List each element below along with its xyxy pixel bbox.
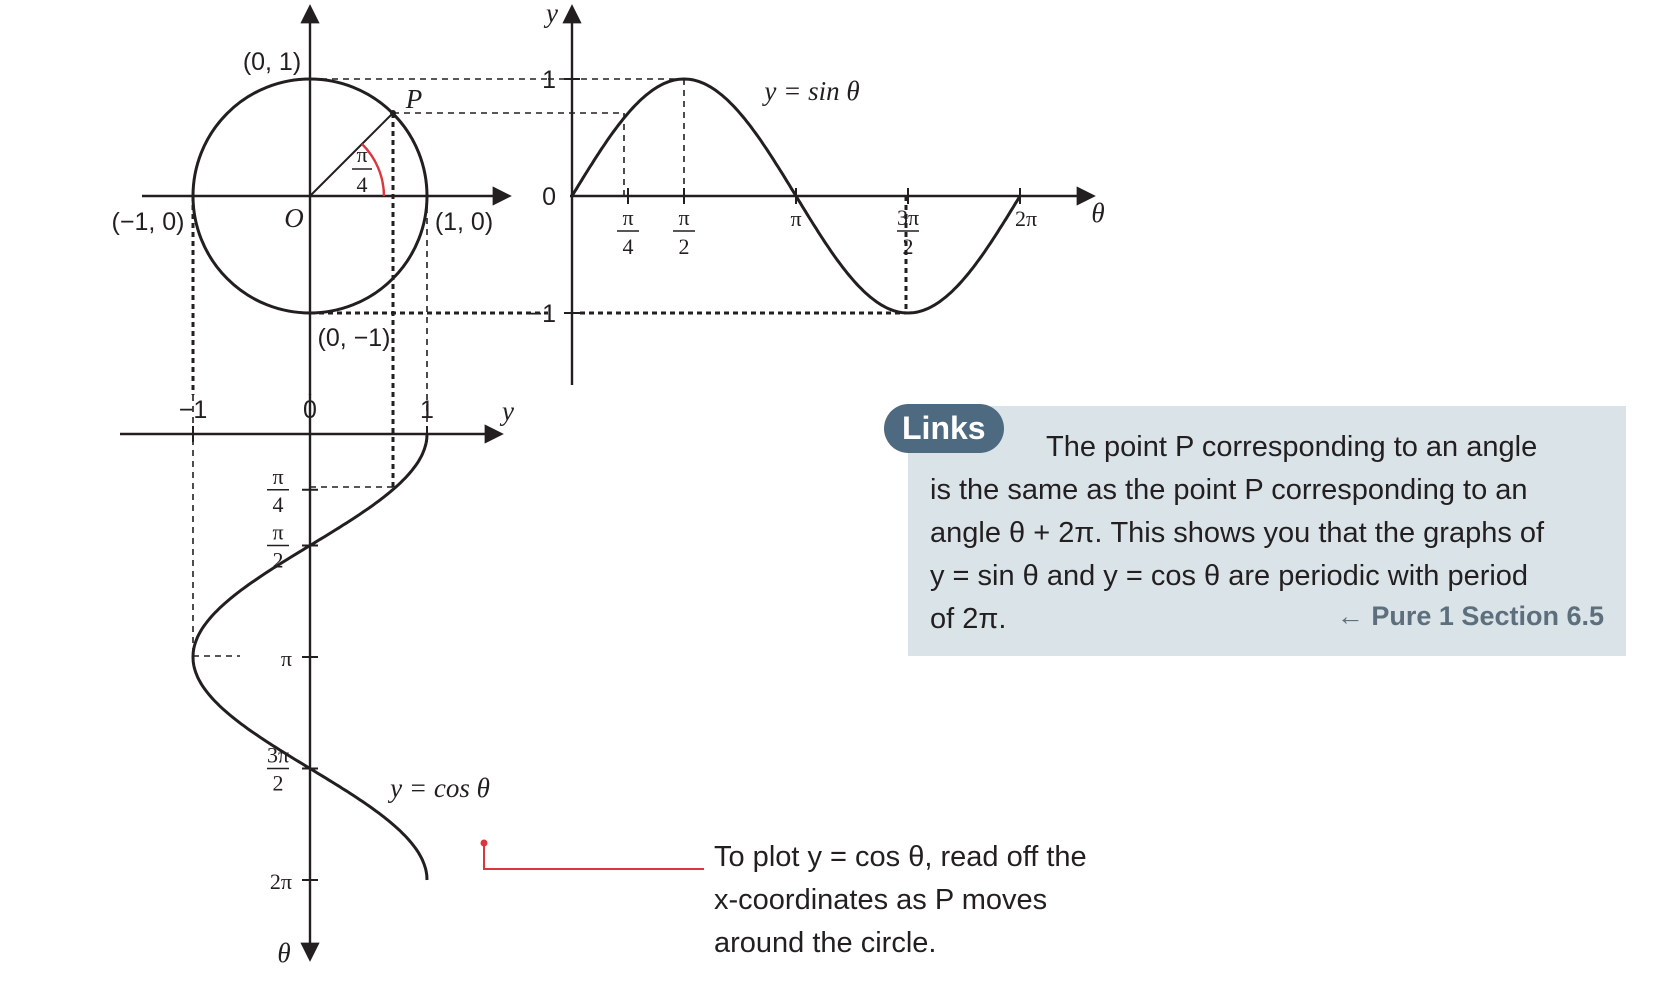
guide-lines bbox=[191, 78, 622, 657]
point-left-label: (−1, 0) bbox=[112, 208, 185, 236]
unit-circle-panel: π 4 (0, 1) (−1, 0) (1, 0) (0, −1) O P bbox=[112, 4, 512, 395]
note-line-2: x-coordinates as P moves bbox=[714, 884, 1048, 916]
sine-x-tick-den: 2 bbox=[679, 234, 690, 259]
plot-note: To plot y = cos θ, read off the x-coordi… bbox=[714, 836, 1154, 965]
cos-v-tick-den: 2 bbox=[273, 771, 284, 796]
sine-x-tick-label: π bbox=[790, 206, 801, 231]
links-line-2: is the same as the point P corresponding… bbox=[930, 474, 1528, 506]
sine-y-tick-label-neg1: −1 bbox=[527, 300, 556, 328]
sine-y-tick-label-0: 0 bbox=[542, 183, 556, 211]
links-line-1: The point P corresponding to an angle bbox=[1046, 431, 1538, 463]
radius-op bbox=[309, 112, 394, 197]
sine-x-tick-den: 4 bbox=[623, 234, 634, 259]
links-badge: Links bbox=[884, 404, 1004, 453]
links-box: Links The point P corresponding to an an… bbox=[884, 404, 1626, 656]
cos-h-axis-label: y bbox=[499, 396, 514, 426]
links-line-4: y = sin θ and y = cos θ are periodic wit… bbox=[930, 560, 1529, 592]
note-line-1: To plot y = cos θ, read off the bbox=[714, 841, 1087, 873]
point-bottom-label: (0, −1) bbox=[318, 324, 391, 352]
links-reference-link[interactable]: ← Pure 1 Section 6.5 bbox=[1336, 601, 1604, 631]
cos-v-tick-den: 2 bbox=[273, 548, 284, 573]
sine-x-tick-num: π bbox=[622, 205, 633, 230]
origin-label: O bbox=[284, 203, 304, 233]
cos-h-ticks: −1 0 1 bbox=[179, 396, 434, 442]
note-pointer bbox=[480, 839, 704, 870]
sine-x-tick-den: 2 bbox=[903, 234, 914, 259]
cos-v-tick-num: π bbox=[272, 520, 283, 545]
pointer-line bbox=[483, 843, 704, 870]
angle-arc bbox=[361, 143, 386, 197]
sine-x-axis-label: θ bbox=[1091, 198, 1104, 228]
cos-v-tick-label: 2π bbox=[270, 869, 292, 894]
angle-label-num: π bbox=[356, 142, 367, 167]
angle-label-den: 4 bbox=[357, 172, 368, 197]
cos-v-tick-den: 4 bbox=[273, 492, 284, 517]
cos-h-tick-label: 0 bbox=[303, 396, 317, 424]
point-right-label: (1, 0) bbox=[435, 208, 493, 236]
links-line-3: angle θ + 2π. This shows you that the gr… bbox=[930, 517, 1545, 549]
sine-x-tick-num: 3π bbox=[897, 205, 919, 230]
links-line-5: of 2π. bbox=[930, 603, 1007, 635]
cos-v-axis-label: θ bbox=[277, 938, 290, 968]
sine-y-tick-label-1: 1 bbox=[542, 66, 556, 94]
point-top-label: (0, 1) bbox=[243, 48, 301, 76]
sine-y-axis-label: y bbox=[543, 0, 558, 28]
sine-x-tick-label: 2π bbox=[1015, 206, 1037, 231]
sine-curve-label: y = sin θ bbox=[761, 76, 859, 106]
note-line-3: around the circle. bbox=[714, 927, 937, 959]
cosine-curve bbox=[191, 433, 429, 881]
cosine-curve-label: y = cos θ bbox=[387, 773, 490, 803]
cos-v-tick-label: π bbox=[281, 646, 292, 671]
cos-h-tick-label: −1 bbox=[179, 396, 208, 424]
cos-v-tick-num: π bbox=[272, 464, 283, 489]
cos-h-tick-label: 1 bbox=[420, 396, 434, 424]
point-p-label: P bbox=[405, 84, 423, 114]
cos-v-tick-num: 3π bbox=[267, 743, 289, 768]
sine-x-tick-num: π bbox=[678, 205, 689, 230]
